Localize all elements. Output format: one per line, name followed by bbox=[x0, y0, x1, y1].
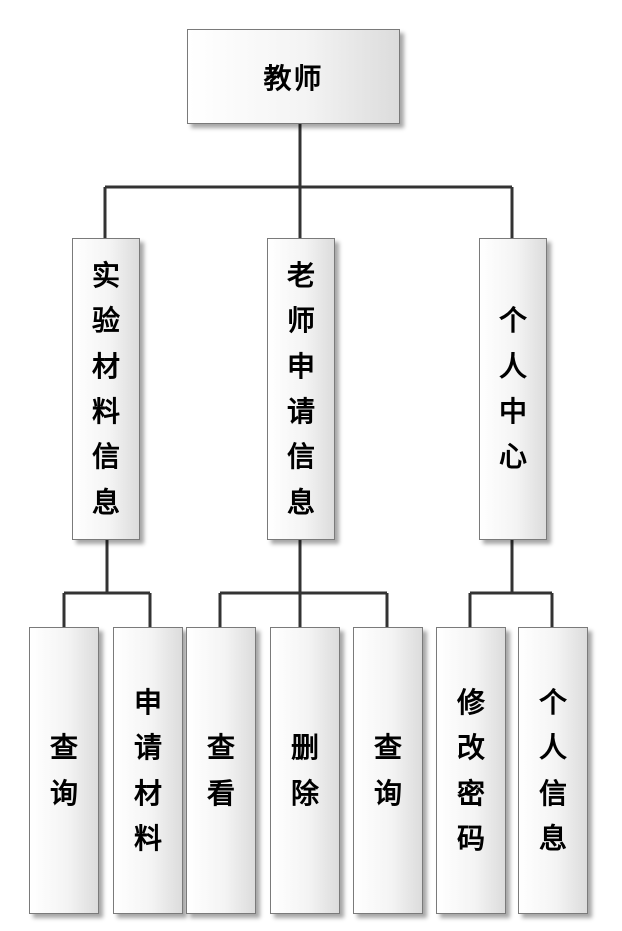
category-node-teacher-applications: 老师申请信息 bbox=[267, 238, 335, 540]
category-label: 个人中心 bbox=[498, 304, 527, 474]
leaf-label: 查看 bbox=[206, 731, 235, 810]
leaf-label: 修改密码 bbox=[456, 685, 485, 855]
leaf-node-apply-materials: 申请材料 bbox=[113, 627, 183, 914]
leaf-label: 查询 bbox=[373, 731, 402, 810]
leaf-node-query: 查询 bbox=[353, 627, 423, 914]
leaf-node-delete: 删除 bbox=[270, 627, 340, 914]
leaf-node-change-password: 修改密码 bbox=[436, 627, 506, 914]
category-label: 实验材料信息 bbox=[91, 258, 120, 519]
leaf-label: 查询 bbox=[49, 731, 78, 810]
leaf-node-query: 查询 bbox=[29, 627, 99, 914]
category-label: 老师申请信息 bbox=[286, 258, 315, 519]
connector-category-3 bbox=[468, 540, 554, 627]
leaf-label: 删除 bbox=[290, 731, 319, 810]
connector-category-2 bbox=[218, 540, 389, 627]
category-node-personal-center: 个人中心 bbox=[479, 238, 547, 540]
category-node-experiment-materials: 实验材料信息 bbox=[72, 238, 140, 540]
root-label: 教师 bbox=[263, 61, 324, 95]
leaf-label: 个人信息 bbox=[538, 685, 567, 855]
leaf-node-personal-info: 个人信息 bbox=[518, 627, 588, 914]
root-node: 教师 bbox=[187, 29, 400, 124]
leaf-label: 申请材料 bbox=[133, 685, 162, 855]
leaf-node-view: 查看 bbox=[186, 627, 256, 914]
connector-root bbox=[103, 124, 514, 238]
connector-category-1 bbox=[62, 540, 152, 627]
